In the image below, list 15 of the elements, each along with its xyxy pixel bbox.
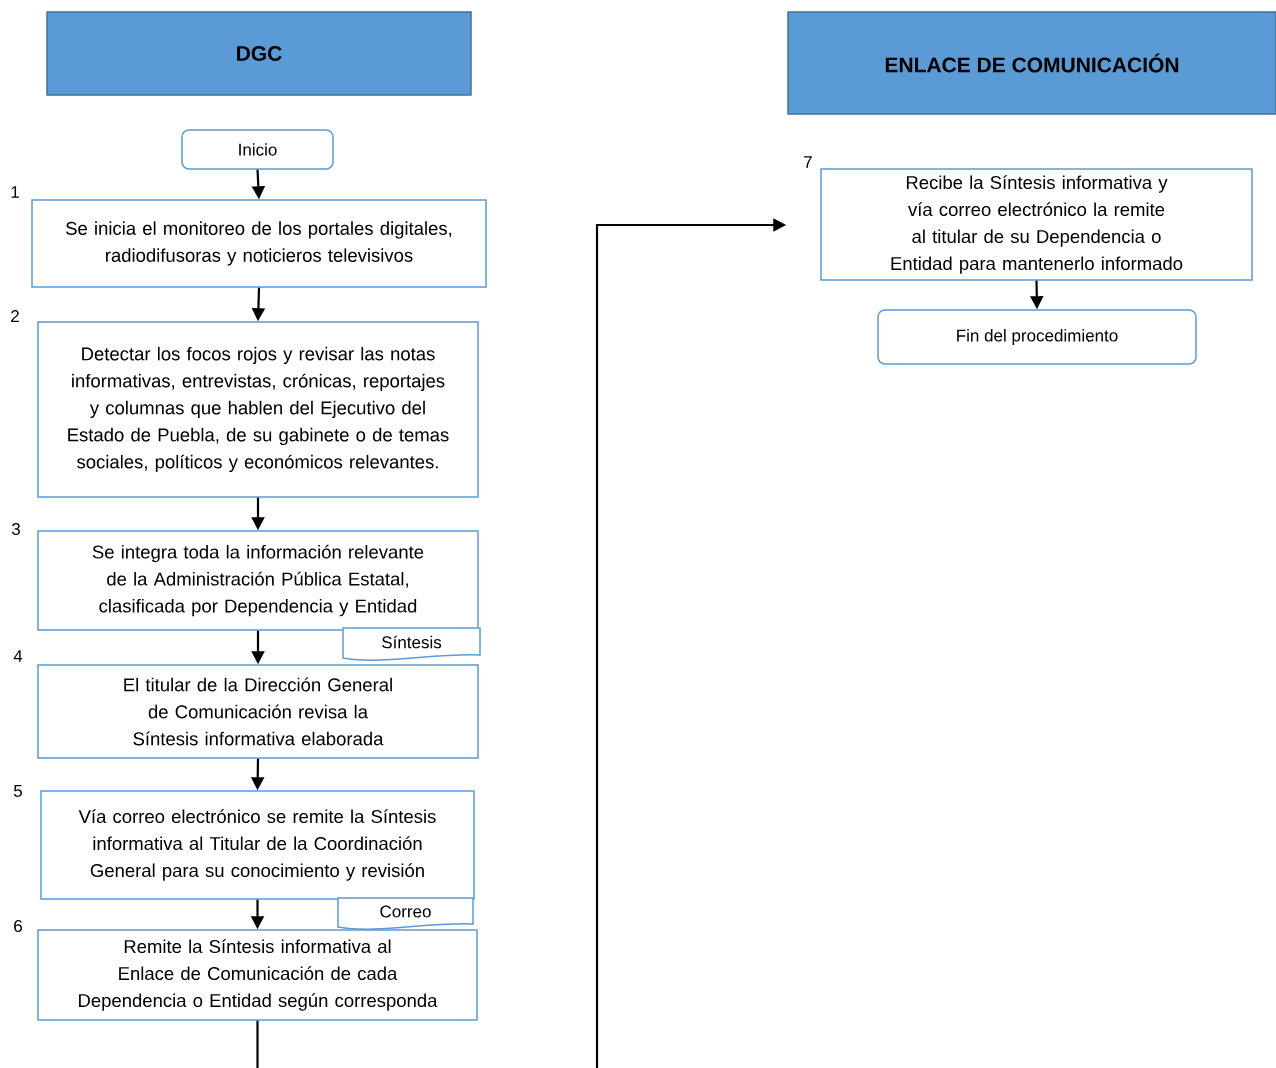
step-number: 5 — [13, 785, 22, 797]
terminal-box: Fin del procedimiento — [877, 309, 1197, 365]
step-number: 3 — [11, 522, 20, 535]
terminal-box: Inicio — [181, 129, 334, 170]
step-number: 7 — [804, 156, 812, 168]
step-number: 1 — [11, 186, 19, 198]
process-box: Recibe la Síntesis informativa y vía correo electrónico la remite al titular de su Dependencia o Entidad para mantenerlo informado — [820, 168, 1253, 281]
process-box: Se inicia el monitoreo de los portales digitales, radiodifusoras y noticieros televisivos — [31, 199, 487, 288]
lane-header: DGC — [46, 11, 472, 96]
step-number: 2 — [11, 310, 19, 322]
step-number: 4 — [13, 650, 23, 662]
step-number: 6 — [14, 920, 22, 932]
process-box: El titular de la Dirección General de Comunicación revisa la Síntesis informativa elaborada — [37, 664, 479, 759]
lane-header: ENLACE DE COMUNICACIÓN — [787, 11, 1276, 115]
process-box: Detectar los focos rojos y revisar las notas informativas, entrevistas, crónicas, reportajes y columnas que hablen del Ejecutivo del Estado de Puebla, de su gabinete o de temas sociales, políticos y económicos relevantes. — [37, 321, 479, 498]
